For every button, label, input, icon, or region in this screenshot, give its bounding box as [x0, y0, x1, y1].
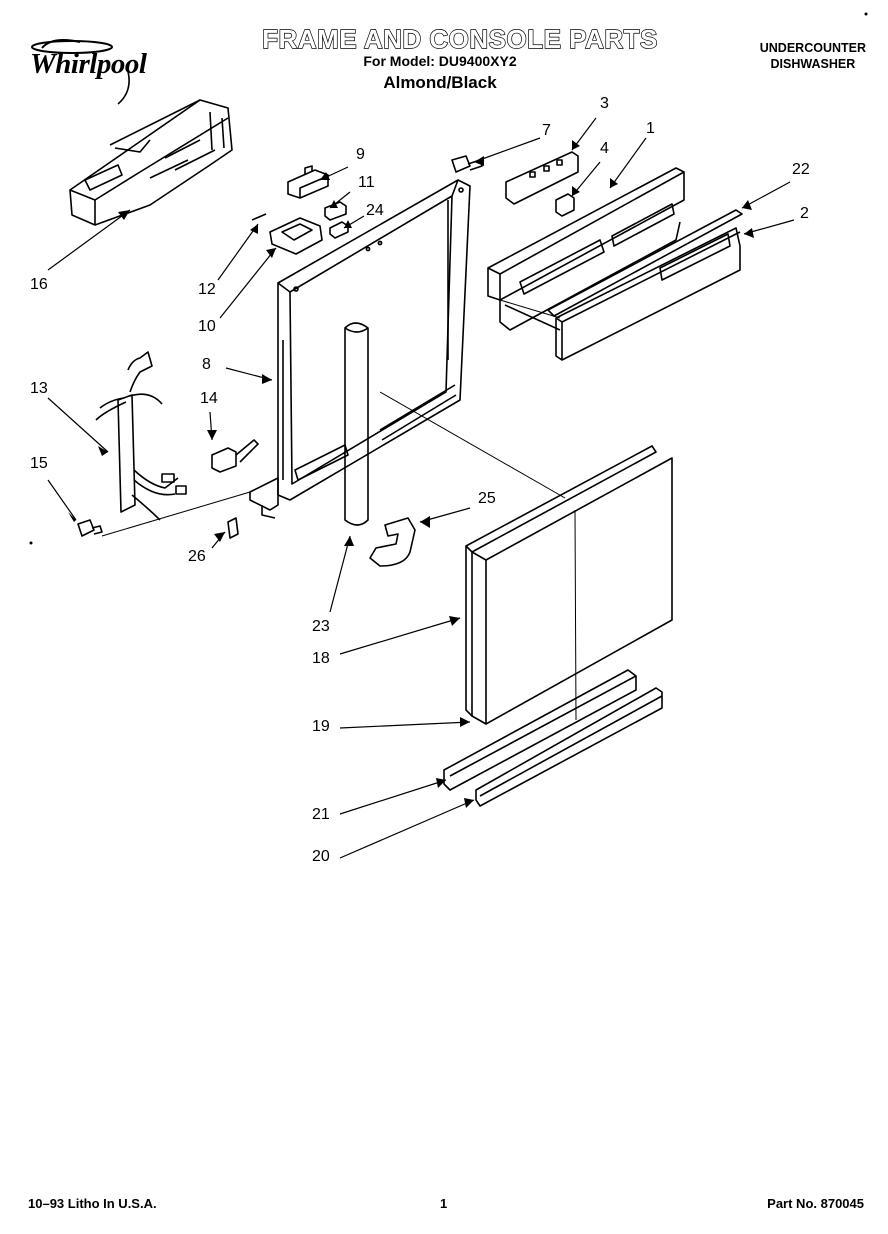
- callout-12: 12: [198, 281, 216, 298]
- part-21-trim: [443, 669, 637, 791]
- part-25-bracket: [369, 517, 416, 567]
- part-22-strip: [547, 209, 743, 317]
- color-line: Almond/Black: [383, 73, 497, 92]
- part-12-pin: [251, 213, 267, 221]
- part-4-button: [555, 193, 575, 217]
- callout-18: 18: [312, 650, 330, 667]
- part-1-console: [487, 167, 685, 331]
- category-line-1: UNDERCOUNTER: [759, 41, 866, 55]
- callout-10: 10: [198, 318, 216, 335]
- arrow-heads: [68, 140, 754, 808]
- callout-25: 25: [478, 490, 496, 507]
- part-24-clip: [329, 221, 349, 239]
- registration-marks: [29, 12, 868, 545]
- callout-13: 13: [30, 380, 48, 397]
- part-18-door-panel: [465, 445, 673, 725]
- callout-9: 9: [356, 146, 365, 163]
- part-15-screw: [77, 519, 103, 537]
- part-23-trim-strip: [344, 322, 369, 526]
- callout-24: 24: [366, 202, 384, 219]
- callout-4: 4: [600, 140, 609, 157]
- model-line: For Model: DU9400XY2: [363, 53, 517, 69]
- part-13-wire-harness: [95, 351, 187, 521]
- assembly-lines: [101, 299, 577, 721]
- part-number: Part No. 870045: [767, 1196, 864, 1211]
- part-11-clip: [324, 201, 347, 221]
- whirlpool-logo: Whirlpool: [22, 38, 172, 108]
- callout-16: 16: [30, 276, 48, 293]
- callout-26: 26: [188, 548, 206, 565]
- part-26-clip: [227, 517, 239, 539]
- callout-7: 7: [542, 122, 551, 139]
- callout-21: 21: [312, 806, 330, 823]
- part-10-bracket: [269, 217, 323, 255]
- litho-line: 10–93 Litho In U.S.A.: [28, 1196, 157, 1211]
- part-14-connector: [211, 439, 259, 473]
- callout-1: 1: [646, 120, 655, 137]
- part-20-trim: [475, 687, 663, 807]
- part-7-screw: [451, 155, 483, 173]
- callout-14: 14: [200, 390, 218, 407]
- callout-19: 19: [312, 718, 330, 735]
- part-2-panel: [555, 227, 741, 361]
- part-16-vent-cover: [69, 99, 233, 226]
- page-title: FRAME AND CONSOLE PARTS: [261, 23, 658, 54]
- callout-22: 22: [792, 161, 810, 178]
- logo-swoosh-icon: [31, 39, 130, 105]
- part-3-bracket: [505, 151, 579, 205]
- brand-name: Whirlpool: [30, 48, 147, 80]
- page-number: 1: [440, 1196, 448, 1211]
- part-9-switch: [287, 165, 329, 199]
- callout-8: 8: [202, 356, 211, 373]
- leader-lines: [47, 117, 795, 859]
- callout-20: 20: [312, 848, 330, 865]
- callout-2: 2: [800, 205, 809, 222]
- part-8-inner-frame: [249, 179, 471, 519]
- callout-15: 15: [30, 455, 48, 472]
- category-line-2: DISHWASHER: [770, 57, 856, 71]
- callout-3: 3: [600, 95, 609, 112]
- callout-11: 11: [358, 174, 375, 191]
- product-category: UNDERCOUNTER DISHWASHER: [760, 40, 866, 72]
- callout-23: 23: [312, 618, 330, 635]
